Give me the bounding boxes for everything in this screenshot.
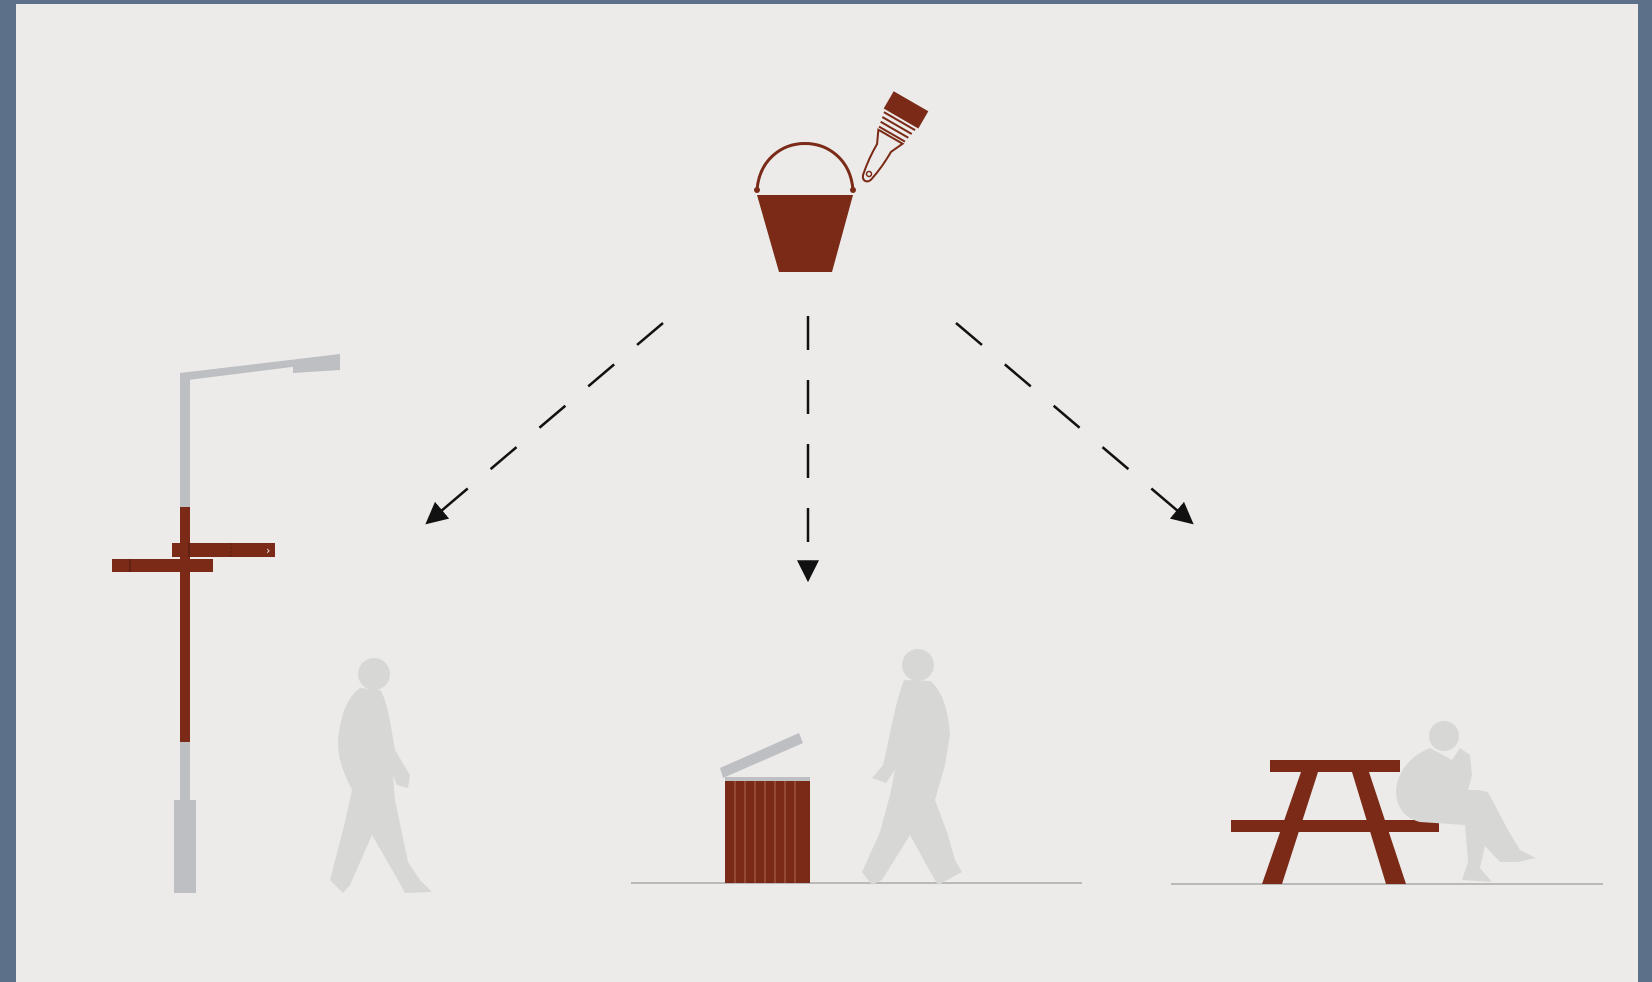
arrow-to-table <box>956 323 1192 523</box>
walking-person-icon <box>862 649 962 885</box>
street-lamp-icon <box>174 354 340 893</box>
litter-bin-icon <box>720 733 810 883</box>
svg-text:›: › <box>266 544 270 557</box>
seated-person-icon <box>1396 721 1536 882</box>
svg-text:‹: ‹ <box>92 559 96 572</box>
walking-person-icon <box>330 658 432 893</box>
arrows <box>427 316 1192 580</box>
diagram-panel: › ‹ <box>16 4 1638 982</box>
paint-bucket-icon <box>754 144 856 273</box>
diagram-canvas: › ‹ <box>16 4 1638 982</box>
paint-brush-icon <box>848 91 929 191</box>
arrow-to-signpost <box>427 323 663 523</box>
